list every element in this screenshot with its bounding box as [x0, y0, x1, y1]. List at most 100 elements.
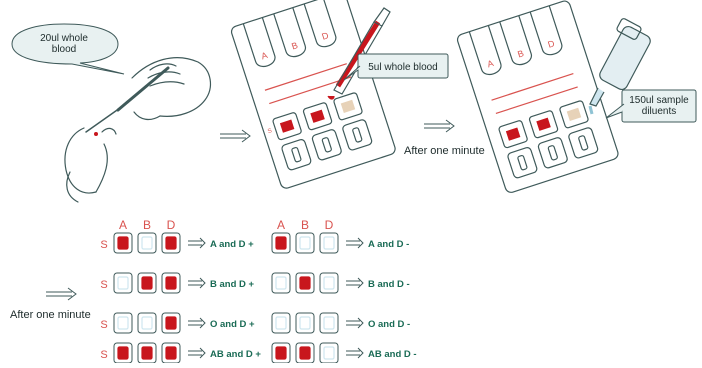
card-line-1	[264, 63, 347, 91]
card-window-4	[281, 139, 312, 171]
result-arrow	[346, 277, 364, 289]
callout-5ul-text: 5ul whole blood	[368, 62, 438, 73]
row-prefix-s: S	[100, 319, 107, 331]
card-slot-a	[242, 17, 276, 68]
diluent-stream	[588, 105, 594, 115]
result-well-frame	[161, 232, 181, 254]
result-well-frame	[295, 312, 315, 334]
test-card-step2: A B D S	[230, 0, 396, 189]
result-arrow	[188, 347, 206, 359]
arrow-step2-to-step3	[424, 119, 455, 133]
card-label-a: A	[260, 50, 269, 61]
result-well-empty	[117, 316, 129, 330]
result-well-frame	[295, 232, 315, 254]
card-well-tan	[566, 107, 582, 121]
result-well-empty	[323, 346, 335, 360]
card-slot-b	[499, 15, 532, 66]
card-inner-1	[291, 147, 302, 163]
lower-hand-wrist	[66, 171, 79, 203]
result-well-empty	[323, 276, 335, 290]
row-prefix-s: S	[100, 349, 107, 361]
diluent-bottle	[588, 18, 651, 115]
upper-hand-finger-3	[149, 81, 185, 87]
card-body	[456, 0, 619, 193]
result-header-b: B	[301, 218, 309, 232]
result-label: AB and D -	[368, 349, 417, 360]
result-well-empty	[117, 276, 129, 290]
card-label-d: D	[546, 38, 556, 50]
card-window-1	[498, 120, 528, 149]
card-window-6	[342, 119, 373, 151]
card-inner-1	[517, 155, 528, 171]
card-label-d: D	[320, 30, 330, 42]
callout-5ul: 5ul whole blood	[343, 53, 449, 81]
result-arrow	[188, 237, 206, 249]
result-well-frame	[319, 232, 339, 254]
card-well-red	[279, 119, 295, 133]
result-well-red	[165, 316, 177, 330]
card-inner-2	[321, 137, 332, 153]
result-well-frame	[295, 272, 315, 294]
card-well-red	[536, 117, 551, 131]
result-well-frame	[113, 272, 133, 294]
result-well-red	[117, 346, 129, 360]
upper-hand-finger-1	[149, 63, 177, 71]
pipette-tube	[116, 66, 170, 112]
result-label: O and D -	[368, 319, 410, 330]
result-label: B and D +	[210, 279, 255, 290]
card-slot-d	[529, 5, 563, 56]
card-inner-3	[578, 135, 589, 151]
result-header-b: B	[143, 218, 151, 232]
fingertip	[101, 127, 117, 135]
result-well-red	[165, 276, 177, 290]
callout-5ul-pointer	[343, 65, 361, 81]
card-window-1	[272, 112, 302, 141]
row-prefix-s: S	[100, 279, 107, 291]
result-well-frame	[113, 312, 133, 334]
upper-hand-thumb	[133, 111, 161, 121]
card-slot-a	[468, 25, 502, 76]
card-s-mark: S	[267, 128, 273, 135]
card-window-2	[302, 102, 333, 131]
result-well-red	[117, 236, 129, 250]
card-line-1	[491, 73, 574, 101]
step-label-top: After one minute	[404, 145, 485, 157]
bottle-cap	[616, 18, 642, 40]
result-well-empty	[299, 236, 311, 250]
result-well-frame	[113, 232, 133, 254]
result-label: AB and D +	[210, 349, 261, 360]
card-line-2	[269, 76, 352, 105]
result-well-frame	[137, 232, 157, 254]
card-well-red	[310, 109, 325, 123]
callout-20ul-bubble	[11, 23, 125, 75]
result-label: A and D -	[368, 239, 409, 250]
result-well-frame	[137, 272, 157, 294]
card-label-a: A	[486, 58, 495, 69]
card-window-4	[507, 147, 538, 179]
pipette-tip	[85, 107, 121, 133]
result-header-a: A	[277, 218, 285, 232]
result-well-frame	[319, 272, 339, 294]
card-label-b: B	[290, 40, 299, 51]
row-prefix-s: S	[100, 239, 107, 251]
card-inner-3	[352, 127, 363, 143]
card-window-6	[568, 127, 599, 159]
step1-hand-dropper	[64, 57, 212, 203]
result-well-red	[165, 346, 177, 360]
result-header-d: D	[325, 218, 334, 232]
blood-drop	[327, 95, 335, 100]
result-well-frame	[137, 312, 157, 334]
result-arrow	[346, 237, 364, 249]
test-card-step3: A B D	[456, 0, 651, 193]
card-window-3	[333, 92, 363, 121]
callout-150ul-pointer	[605, 103, 625, 119]
result-header-a: A	[119, 218, 127, 232]
result-well-frame	[271, 272, 291, 294]
result-well-red	[141, 346, 153, 360]
blood-drop-fingertip	[94, 132, 98, 136]
result-well-frame	[271, 232, 291, 254]
